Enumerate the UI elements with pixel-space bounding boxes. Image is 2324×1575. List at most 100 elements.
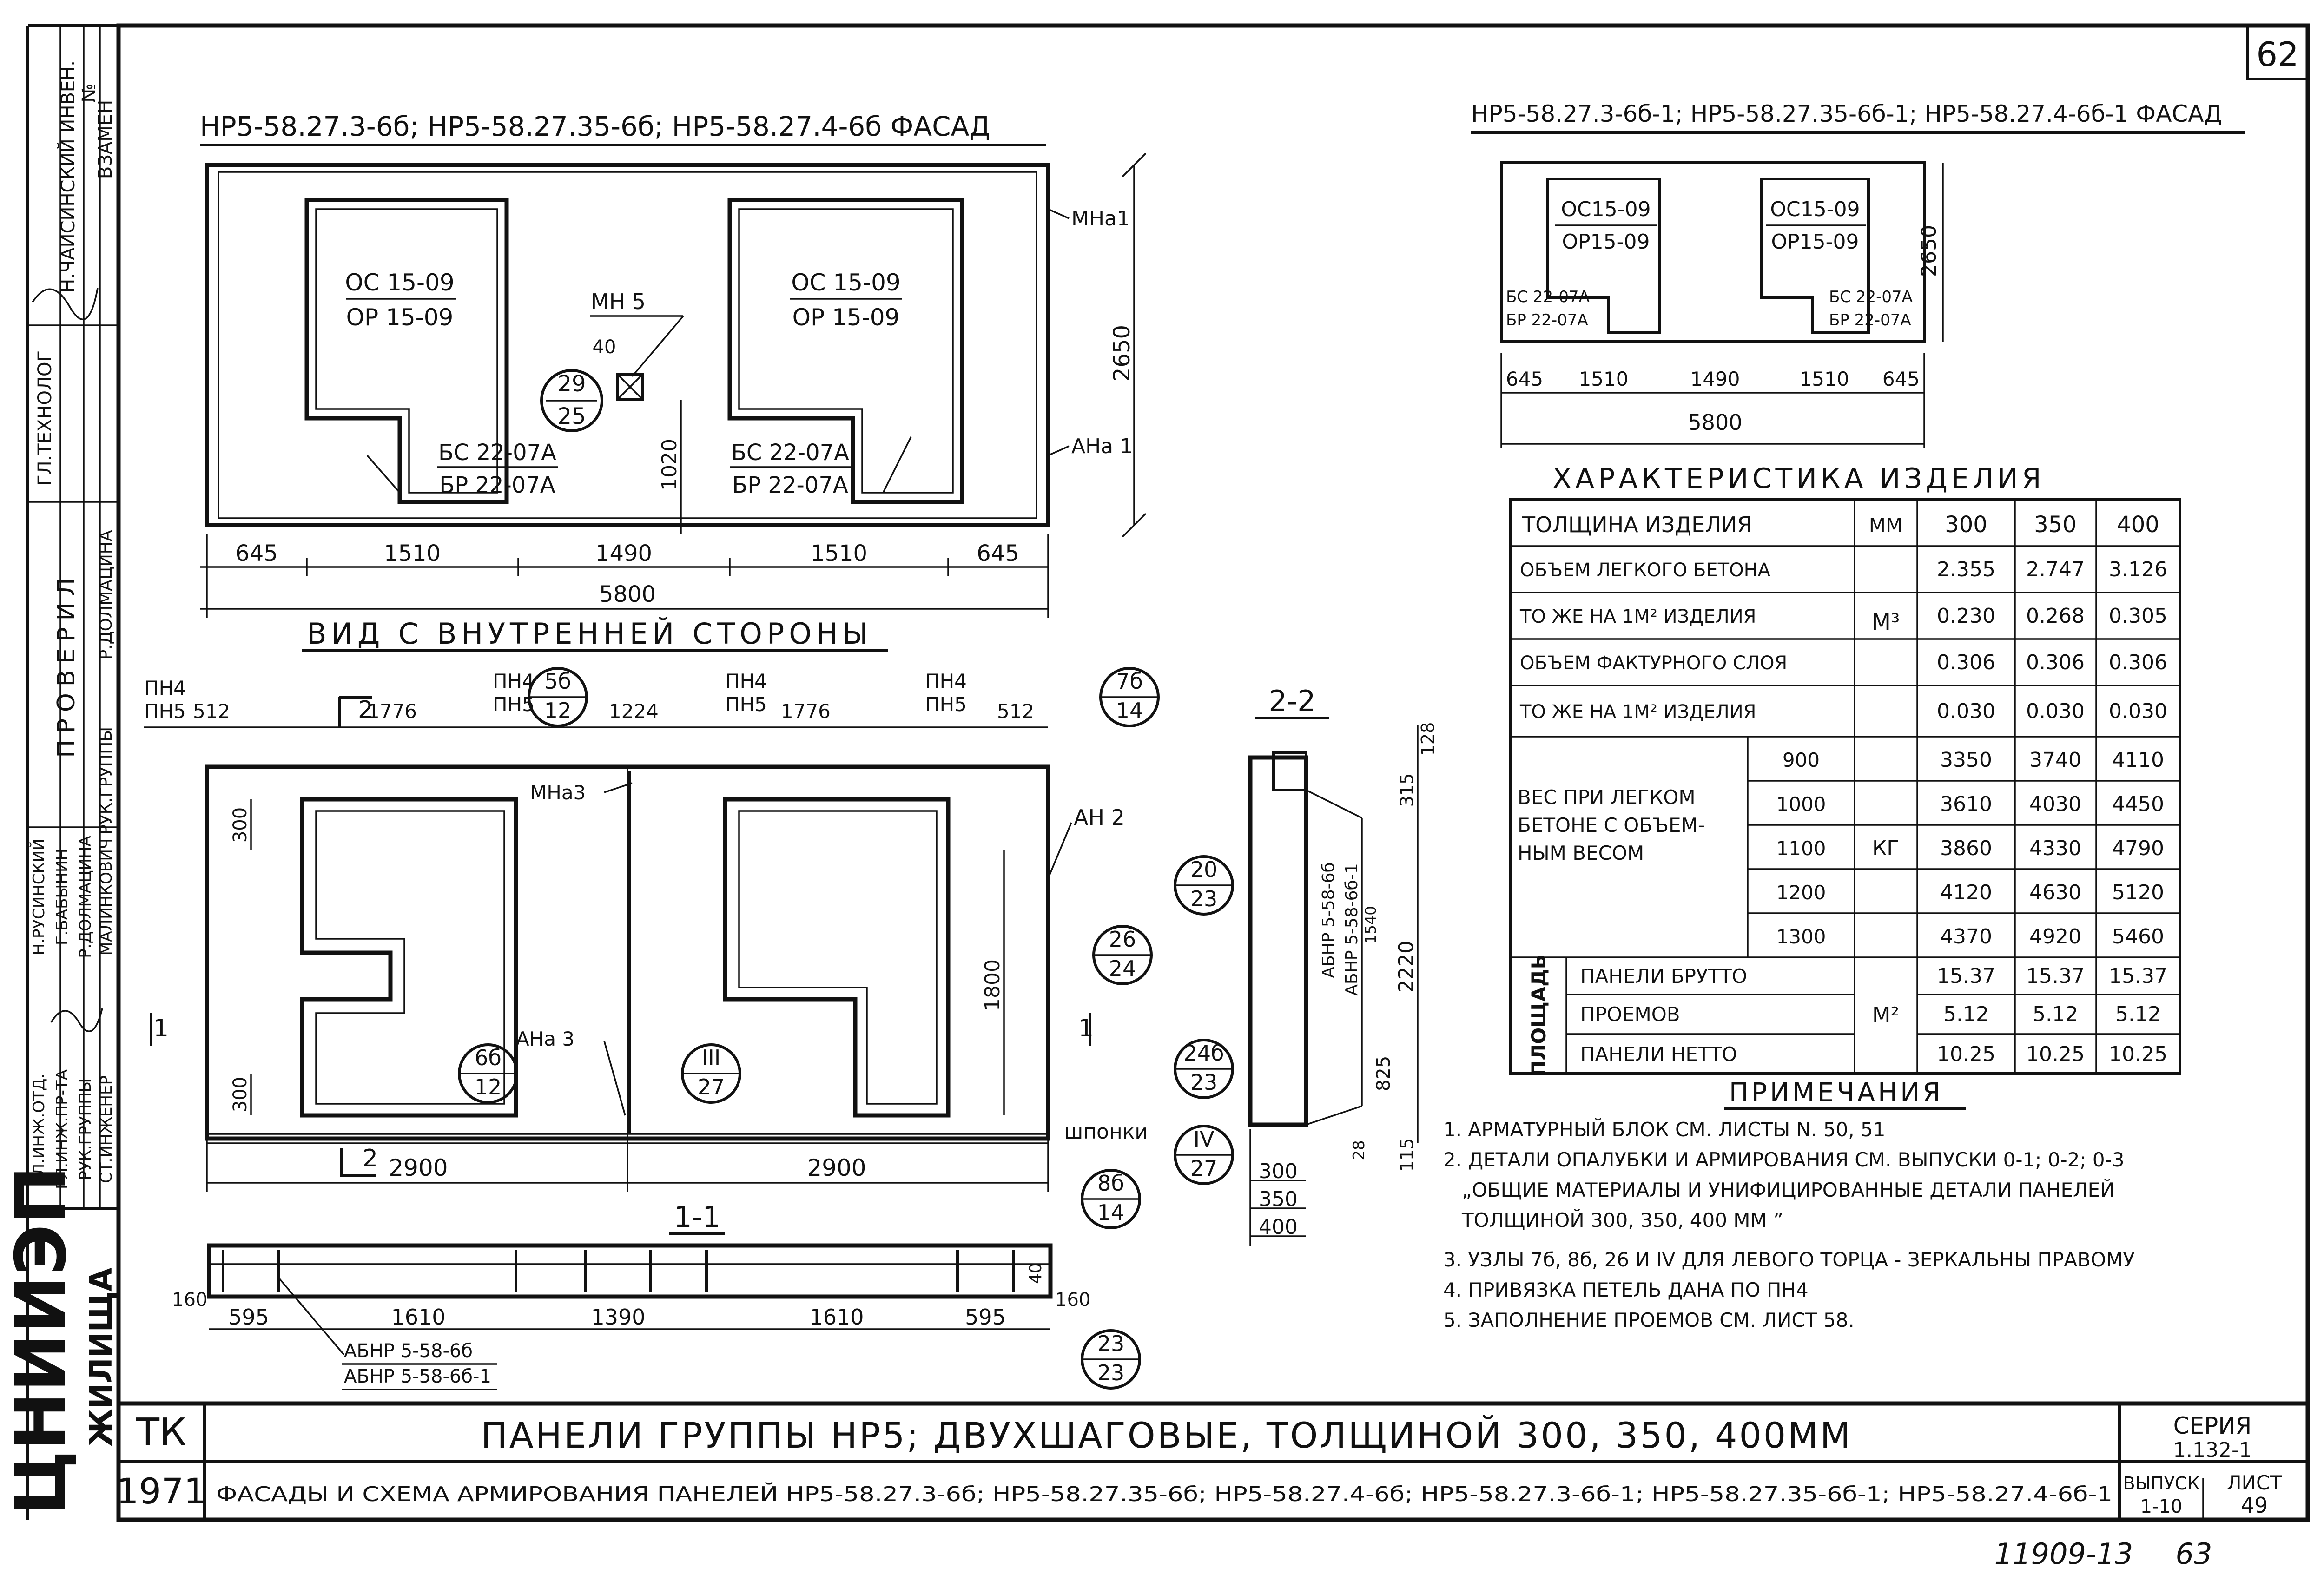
window-right-bottom: ОР 15-09 xyxy=(792,304,900,331)
seria-label: СЕРИЯ xyxy=(2173,1412,2252,1439)
node-callout-26-24-top: 26 xyxy=(1109,927,1136,952)
top-dim-1776-right: 1776 xyxy=(781,700,831,723)
facade-small: НР5-58.27.3-6б-1; НР5-58.27.35-6б-1; НР5… xyxy=(1471,100,2245,448)
node-callout-7b-14 xyxy=(1099,667,1160,727)
node-callout-IV-top: IV xyxy=(1193,1127,1215,1152)
stamp-role-2: РУК.ГРУППЫ xyxy=(76,1078,95,1180)
stamp-label-inven: Н.ЧАИСИНСКИЙ ИНВЕН. xyxy=(57,60,79,293)
mna3-label: МНа3 xyxy=(530,781,586,804)
small-window-left-top: ОС15-09 xyxy=(1561,198,1651,221)
node-callout-7b-14-top: 7б xyxy=(1116,669,1143,694)
seria-value: 1.132-1 xyxy=(2173,1438,2252,1462)
spec-row-vol-400: 3.126 xyxy=(2109,558,2167,581)
area-openings-300: 5.12 xyxy=(1943,1002,1989,1026)
spec-row-vol-label: ОБЪЕМ ЛЕГКОГО БЕТОНА xyxy=(1520,560,1771,581)
section-1-mark-right: 1 xyxy=(1078,1015,1094,1042)
mn5-label: МН 5 xyxy=(591,289,646,314)
spec-row-volm2-label: ТО ЖЕ НА 1М² ИЗДЕЛИЯ xyxy=(1519,606,1756,627)
weight-900-300: 3350 xyxy=(1940,748,1992,772)
pn4-left: ПН4 xyxy=(144,677,186,699)
dim-300-bottom: 300 xyxy=(230,1077,251,1112)
panel-outline xyxy=(205,163,1050,527)
stamp-role-0: ГЛ.ИНЖ.ОТД. xyxy=(30,1074,48,1185)
node-callout-8b-14-top: 8б xyxy=(1097,1171,1124,1196)
embedded-plate-mn5 xyxy=(616,373,644,401)
vypusk-value: 1-10 xyxy=(2140,1496,2183,1517)
spec-row-factm2-label: ТО ЖЕ НА 1М² ИЗДЕЛИЯ xyxy=(1519,701,1756,723)
sheet-frame xyxy=(116,23,2310,1522)
weight-1000-350: 4030 xyxy=(2029,792,2081,816)
small-dim-1490: 1490 xyxy=(1690,368,1740,390)
node-callout-6b-12 xyxy=(458,1043,518,1104)
small-dim-1510-right: 1510 xyxy=(1800,368,1849,390)
note-line-1: 1. АРМАТУРНЫЙ БЛОК СМ. ЛИСТЫ N. 50, 51 xyxy=(1443,1118,1885,1141)
area-brutto-300: 15.37 xyxy=(1937,964,1995,988)
pn5-right: ПН5 xyxy=(925,693,967,716)
list-label: ЛИСТ xyxy=(2227,1471,2282,1494)
stamp-label-no: № xyxy=(79,83,100,103)
dim-300-top: 300 xyxy=(230,807,251,843)
rot-abnr-1: АБНР 5-58-6б xyxy=(1319,862,1338,978)
node-callout-III-27 xyxy=(681,1043,741,1104)
weight-label-1: ВЕС ПРИ ЛЕГКОМ xyxy=(1518,786,1696,809)
spec-row-factm2-300: 0.030 xyxy=(1937,699,1995,723)
sec-dim-595-left: 595 xyxy=(228,1305,269,1330)
dim-115: 115 xyxy=(1397,1138,1417,1172)
inside-view: ВИД С ВНУТРЕННЕЙ СТОРОНЫ ПН4 ПН5 512 177… xyxy=(144,617,1160,1229)
spec-row-volm2-350: 0.268 xyxy=(2026,604,2085,628)
spec-unit-kg: КГ xyxy=(1872,837,1899,860)
section-1-1-title: 1-1 xyxy=(673,1200,720,1234)
node-callout-20-top: 20 xyxy=(1190,857,1218,882)
top-dim-512-left: 512 xyxy=(193,700,230,723)
node-callout-8b-14 xyxy=(1081,1169,1141,1229)
node-callout-5b-12 xyxy=(528,667,588,727)
section-2-2: 2-2 АБНР 5-58-6б АБНР 5-58-6б-1 1540 128… xyxy=(1174,684,1438,1246)
spec-unit-m3: М³ xyxy=(1872,609,1900,635)
small-dim-5800: 5800 xyxy=(1688,410,1742,435)
title-block: ТК 1971 ПАНЕЛИ ГРУППЫ НР5; ДВУХШАГОВЫЕ, … xyxy=(116,1401,2308,1520)
weight-900-400: 4110 xyxy=(2112,748,2164,772)
weight-1100-350: 4330 xyxy=(2029,837,2081,860)
sec-dim-1610-left: 1610 xyxy=(391,1305,445,1330)
tk-label: ТК xyxy=(136,1410,186,1455)
area-openings-350: 5.12 xyxy=(2033,1002,2078,1026)
thickness-400: 400 xyxy=(1259,1215,1298,1239)
weight-rows: 900 3350 3740 4110 1000 3610 4030 4450 1… xyxy=(1776,748,2164,949)
pn4-mid-left: ПН4 xyxy=(493,670,535,692)
weight-1100-400: 4790 xyxy=(2112,837,2164,860)
dim-40-section: 40 xyxy=(1026,1263,1045,1284)
weight-900-350: 3740 xyxy=(2029,748,2081,772)
node-callout-20-23 xyxy=(1174,855,1234,916)
node-callout-23-top: 23 xyxy=(1097,1331,1125,1356)
node-callout-23-23 xyxy=(1081,1329,1141,1390)
node-callout-26-24 xyxy=(1092,925,1153,985)
spec-head-label: ТОЛЩИНА ИЗДЕЛИЯ xyxy=(1522,512,1752,537)
facade-main: НР5-58.27.3-6б; НР5-58.27.35-6б; НР5-58.… xyxy=(200,111,1147,618)
sec-dim-1610-right: 1610 xyxy=(809,1305,864,1330)
weight-1200-350: 4630 xyxy=(2029,881,2081,904)
pn5-mid-right: ПН5 xyxy=(725,693,767,716)
note-line-2: 2. ДЕТАЛИ ОПАЛУБКИ И АРМИРОВАНИЯ СМ. ВЫП… xyxy=(1443,1148,2124,1171)
weight-density-1100: 1100 xyxy=(1776,837,1826,860)
org-text: ЖИЛИЩА xyxy=(83,1268,119,1447)
weight-density-1000: 1000 xyxy=(1776,793,1826,816)
dim-5800: 5800 xyxy=(599,581,656,607)
signature-mark-2 xyxy=(50,1008,103,1032)
spec-head-300: 300 xyxy=(1945,512,1987,538)
list-value: 49 xyxy=(2241,1493,2268,1518)
stamp-name-0: Н.РУСИНСКИЙ xyxy=(29,838,48,955)
node-callout-IV-27 xyxy=(1174,1125,1234,1185)
node-callout-8b-14-bottom: 14 xyxy=(1097,1200,1125,1225)
small-door-left-top: БС 22-07А xyxy=(1506,288,1590,306)
year-label: 1971 xyxy=(116,1470,206,1512)
ana3-label: АНа 3 xyxy=(516,1028,574,1050)
area-netto-label: ПАНЕЛИ НЕТТО xyxy=(1580,1043,1737,1066)
dim-315: 315 xyxy=(1397,773,1417,807)
area-brutto-350: 15.37 xyxy=(2026,964,2085,988)
node-callout-29-25 xyxy=(540,369,603,432)
small-window-right-top: ОС15-09 xyxy=(1770,198,1860,221)
node-callout-29-25-bottom: 25 xyxy=(557,403,586,429)
stamp-name-3: МАЛИНКОВИЧ xyxy=(97,838,116,956)
notes: ПРИМЕЧАНИЯ 1. АРМАТУРНЫЙ БЛОК СМ. ЛИСТЫ … xyxy=(1443,1078,2135,1331)
